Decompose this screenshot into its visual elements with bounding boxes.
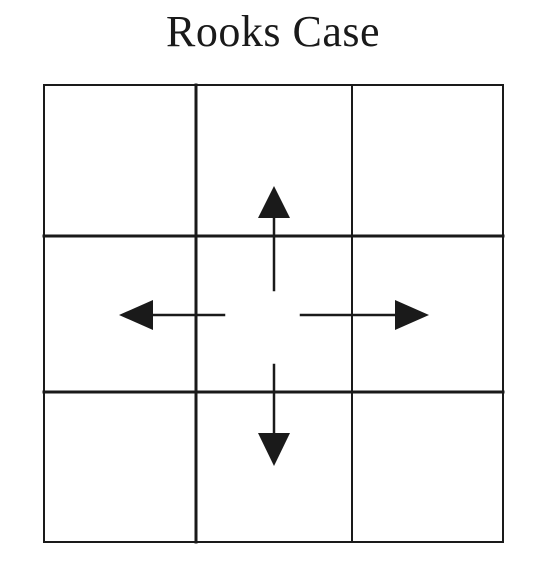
grid-cell-r1-c1 (44, 85, 196, 236)
grid (42, 83, 505, 544)
grid-cell-r3-c3 (352, 392, 503, 542)
arrow-down-icon (258, 433, 290, 466)
arrow-left-icon (119, 300, 153, 330)
grid-border (43, 84, 504, 543)
arrow-up-icon (258, 186, 290, 218)
grid-cell-r3-c1 (44, 392, 196, 542)
arrows (119, 186, 429, 466)
arrow-right-icon (395, 300, 429, 330)
grid-cell-r1-c3 (352, 85, 503, 236)
diagram-title: Rooks Case (166, 7, 380, 56)
